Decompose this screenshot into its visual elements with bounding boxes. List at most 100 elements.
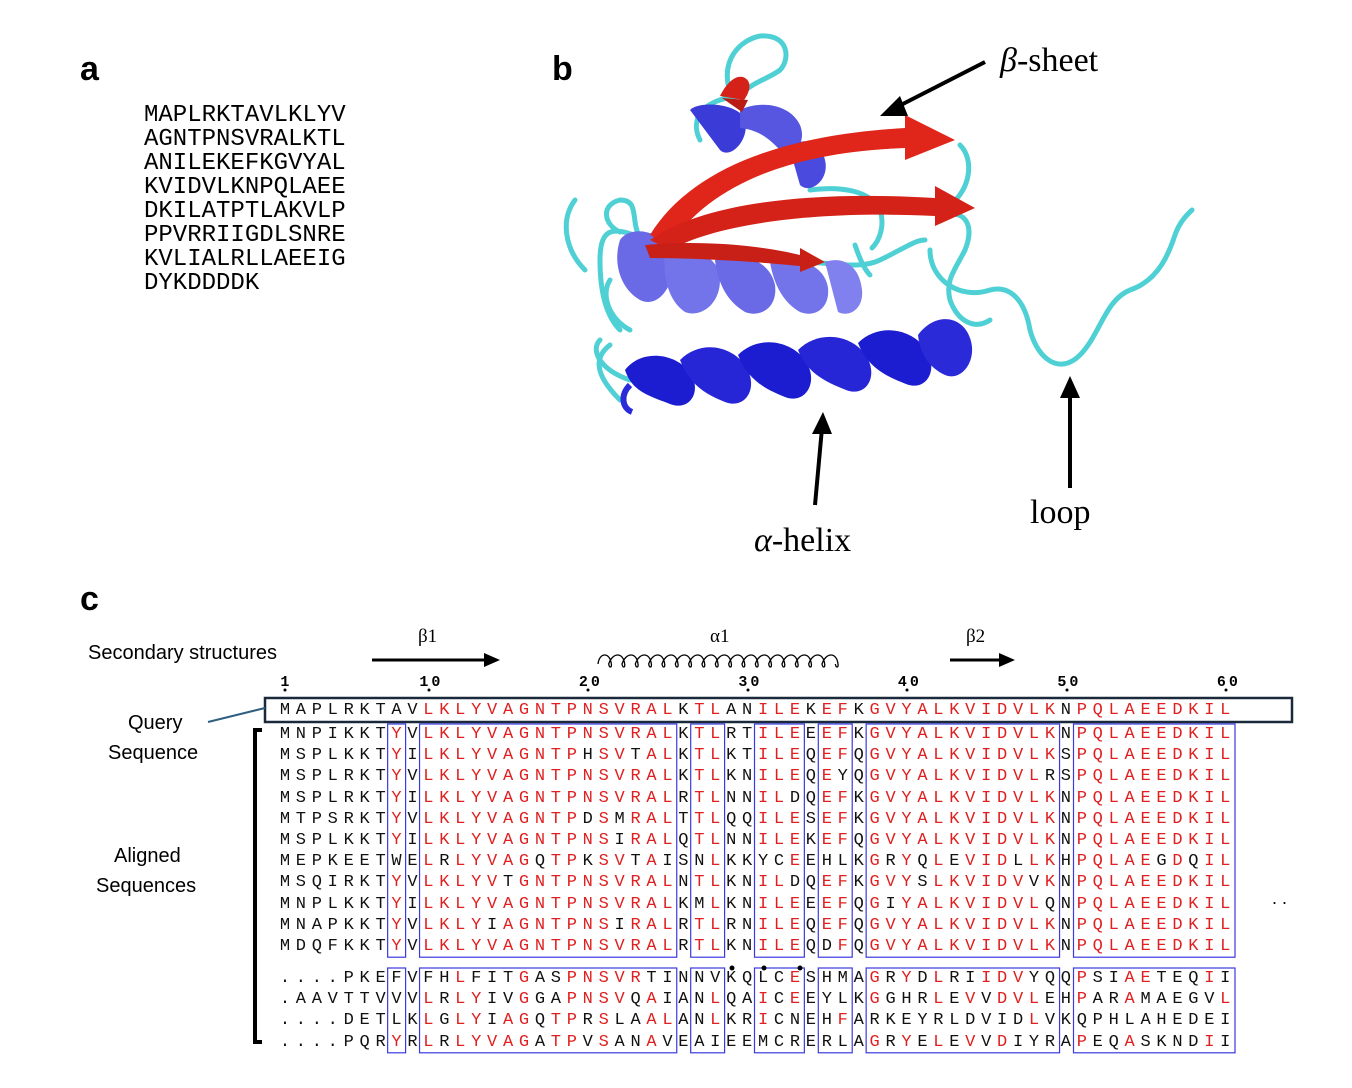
alpha-helices bbox=[617, 104, 973, 415]
residue: E bbox=[1204, 1011, 1215, 1031]
residue: A bbox=[917, 894, 928, 914]
residue: Y bbox=[391, 767, 402, 787]
residue: R bbox=[439, 852, 450, 872]
residue: A bbox=[534, 969, 546, 988]
residue: I bbox=[981, 873, 992, 893]
residue: E bbox=[805, 852, 816, 872]
residue: S bbox=[295, 767, 306, 787]
residue: E bbox=[789, 746, 801, 766]
residue: A bbox=[646, 894, 657, 914]
residue: A bbox=[678, 990, 689, 1010]
residue: N bbox=[582, 894, 593, 914]
residue: Q bbox=[853, 915, 864, 935]
residue: L bbox=[933, 809, 944, 829]
residue: Q bbox=[1092, 701, 1103, 720]
residue: E bbox=[789, 915, 801, 935]
residue: A bbox=[646, 701, 657, 720]
residue: S bbox=[295, 873, 306, 893]
conservation-box bbox=[387, 723, 407, 958]
residue: N bbox=[582, 725, 593, 744]
residue: V bbox=[487, 746, 498, 766]
query-leader-line bbox=[207, 707, 266, 723]
residue: K bbox=[1188, 767, 1199, 787]
residue: Q bbox=[1092, 915, 1103, 935]
residue: S bbox=[598, 915, 609, 935]
residue: I bbox=[981, 746, 992, 766]
residue: E bbox=[789, 894, 801, 914]
residue: A bbox=[1124, 725, 1135, 744]
residue: S bbox=[598, 701, 609, 720]
residue: . bbox=[279, 1032, 291, 1052]
residue: A bbox=[1124, 873, 1135, 893]
residue: A bbox=[502, 915, 514, 935]
residue: A bbox=[646, 915, 657, 935]
residue: V bbox=[885, 725, 896, 744]
residue: L bbox=[1028, 701, 1040, 720]
residue: G bbox=[518, 701, 530, 720]
residue: T bbox=[550, 852, 561, 872]
alpha-helix-text: -helix bbox=[771, 522, 852, 559]
residue: E bbox=[678, 1032, 689, 1052]
residue: E bbox=[821, 701, 832, 720]
residue: K bbox=[359, 809, 370, 829]
residue: E bbox=[295, 852, 306, 872]
residue: P bbox=[566, 873, 577, 893]
residue: K bbox=[359, 831, 370, 850]
residue: V bbox=[1028, 873, 1040, 893]
residue: Y bbox=[471, 873, 482, 893]
residue: L bbox=[710, 852, 721, 872]
residue: G bbox=[518, 915, 530, 935]
residue: E bbox=[901, 1011, 912, 1031]
residue: R bbox=[933, 1011, 944, 1031]
residue: K bbox=[949, 937, 960, 956]
residue: I bbox=[407, 746, 418, 766]
residue: T bbox=[375, 788, 386, 808]
residue: T bbox=[550, 831, 561, 850]
alpha-helix-label: α-helix bbox=[754, 522, 851, 560]
residue: . bbox=[311, 1011, 322, 1031]
gap-marker-dots bbox=[729, 965, 803, 971]
residue: N bbox=[582, 873, 593, 893]
residue: L bbox=[662, 725, 673, 744]
residue: L bbox=[662, 894, 673, 914]
residue: T bbox=[550, 725, 561, 744]
residue: R bbox=[726, 725, 737, 744]
residue: A bbox=[502, 1032, 514, 1052]
residue: C bbox=[773, 1032, 785, 1052]
residue: R bbox=[343, 873, 354, 893]
residue: L bbox=[949, 1011, 960, 1031]
residue: V bbox=[965, 746, 976, 766]
residue: K bbox=[853, 725, 864, 744]
residue: Q bbox=[805, 746, 816, 766]
residue: Y bbox=[1028, 969, 1040, 988]
residue: G bbox=[869, 873, 880, 893]
residue: E bbox=[789, 990, 801, 1010]
residue: A bbox=[295, 990, 306, 1010]
residue: E bbox=[821, 746, 832, 766]
residue: K bbox=[853, 852, 864, 872]
sequence-line: DKILATPTLAKVLP bbox=[144, 198, 346, 225]
residue: D bbox=[1172, 831, 1183, 850]
residue: V bbox=[487, 894, 498, 914]
residue: N bbox=[534, 915, 546, 935]
residue: V bbox=[407, 809, 418, 829]
residue: G bbox=[518, 831, 530, 850]
residue: C bbox=[773, 969, 785, 988]
residue: A bbox=[917, 937, 928, 956]
residue: Y bbox=[471, 831, 482, 850]
residue: K bbox=[439, 725, 450, 744]
residue: R bbox=[630, 831, 641, 850]
residue: A bbox=[311, 990, 322, 1010]
residue: Q bbox=[1092, 937, 1103, 956]
residue: G bbox=[518, 969, 530, 988]
residue: F bbox=[837, 809, 848, 829]
residue: R bbox=[343, 767, 354, 787]
residue: S bbox=[295, 831, 306, 850]
beta1-label: β1 bbox=[418, 626, 438, 647]
residue: L bbox=[1108, 937, 1119, 956]
residue: L bbox=[1108, 701, 1119, 720]
residue: Y bbox=[391, 831, 402, 850]
residue: E bbox=[1156, 746, 1167, 766]
residue: L bbox=[1028, 990, 1040, 1010]
